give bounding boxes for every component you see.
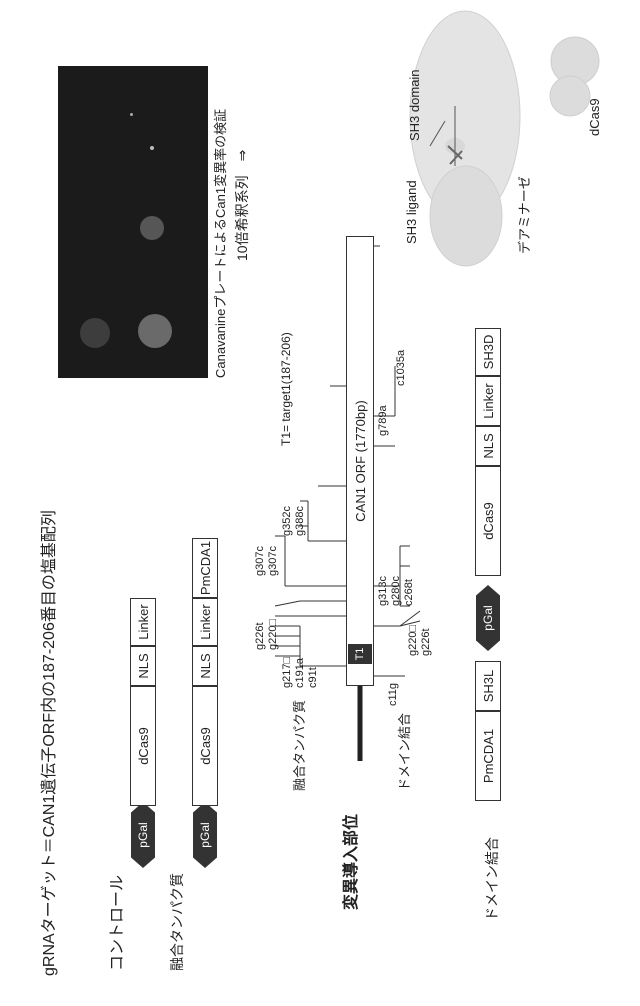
mut-c268t: c268t — [404, 579, 415, 606]
dcas9-label: dCas9 — [588, 98, 601, 136]
can1-orf-box: CAN1 ORF (1770bp) — [346, 236, 374, 686]
mut-g352c: g352c — [282, 506, 293, 536]
fusion-pgal-promoter: pGal — [193, 802, 217, 868]
canavanine-plate-photo — [58, 66, 208, 378]
deaminase-blob — [430, 166, 502, 266]
fusion-pmcda1-box: PmCDA1 — [192, 538, 218, 598]
control-nls-box: NLS — [130, 646, 156, 686]
mut-c1035a: c1035a — [396, 350, 407, 386]
domain-pmcda1-box: PmCDA1 — [475, 711, 501, 801]
figure-title: gRNAターゲット＝CAN1遺伝子ORF内の187-206番目の塩基配列 — [42, 510, 58, 976]
domain-pgal-promoter: pGal — [476, 585, 500, 651]
mut-c11g: c11g — [388, 683, 399, 706]
plate-caption: CanavanineプレートによるCan1変異率の検証 — [214, 109, 227, 378]
mut-g220-domain: g220□ — [408, 625, 419, 656]
control-dcas9-box: dCas9 — [130, 686, 156, 806]
mut-c91t: c91t — [308, 667, 319, 688]
mut-c191a: c191a — [295, 658, 306, 688]
mut-g789a: g789a — [378, 405, 389, 436]
control-label: コントロール — [110, 875, 126, 971]
colony-spot-3 — [140, 216, 164, 240]
target1-marker: T1 — [348, 644, 372, 664]
mutation-section-label: 変異導入部位 — [344, 814, 360, 910]
domain-linker-box: Linker — [475, 376, 501, 426]
mut-g313c: g313c — [378, 576, 389, 606]
target-note: T1= target1(187-206) — [280, 332, 292, 446]
domain-mutation-ticks — [374, 246, 420, 676]
fusion-label: 融合タンパク質 — [170, 873, 184, 971]
domain-construct-label: ドメイン結合 — [485, 837, 499, 921]
mut-g220: g220□ — [268, 619, 279, 650]
dilution-note: 10倍希釈系列 ⇒ — [235, 150, 249, 261]
domain-nls-box: NLS — [475, 426, 501, 466]
fusion-dcas9-box: dCas9 — [192, 686, 218, 806]
colony-spot-5 — [130, 113, 133, 116]
sh3-ligand-label: SH3 ligand — [405, 180, 418, 244]
fusion-nls-box: NLS — [192, 646, 218, 686]
schematic-diagram — [410, 11, 599, 266]
domain-sh3l-box: SH3L — [475, 661, 501, 711]
fusion-linker-box: Linker — [192, 598, 218, 646]
domain-dcas9-box: dCas9 — [475, 466, 501, 576]
mut-g226t-domain: g226t — [421, 628, 432, 656]
map-domain-label: ドメイン結合 — [398, 713, 411, 791]
map-fusion-label: 融合タンパク質 — [293, 700, 306, 791]
mut-g226t: g226t — [255, 622, 266, 650]
mut-g388c: g388c — [295, 506, 306, 536]
domain-sh3d-box: SH3D — [475, 328, 501, 376]
control-linker-box: Linker — [130, 598, 156, 646]
mut-g217: g217□ — [282, 657, 293, 688]
mut-g307c-2: g307c — [268, 546, 279, 576]
control-pgal-promoter: pGal — [131, 802, 155, 868]
sh3-domain-label: SH3 domain — [408, 69, 421, 141]
mut-g280c: g280c — [391, 576, 402, 606]
colony-spot-1 — [138, 314, 172, 348]
deaminase-label: デアミナーゼ — [518, 176, 531, 254]
mut-g307c-1: g307c — [255, 546, 266, 576]
colony-spot-4 — [150, 146, 154, 150]
colony-spot-2 — [80, 318, 110, 348]
dcas9-lobe-left — [550, 76, 590, 116]
